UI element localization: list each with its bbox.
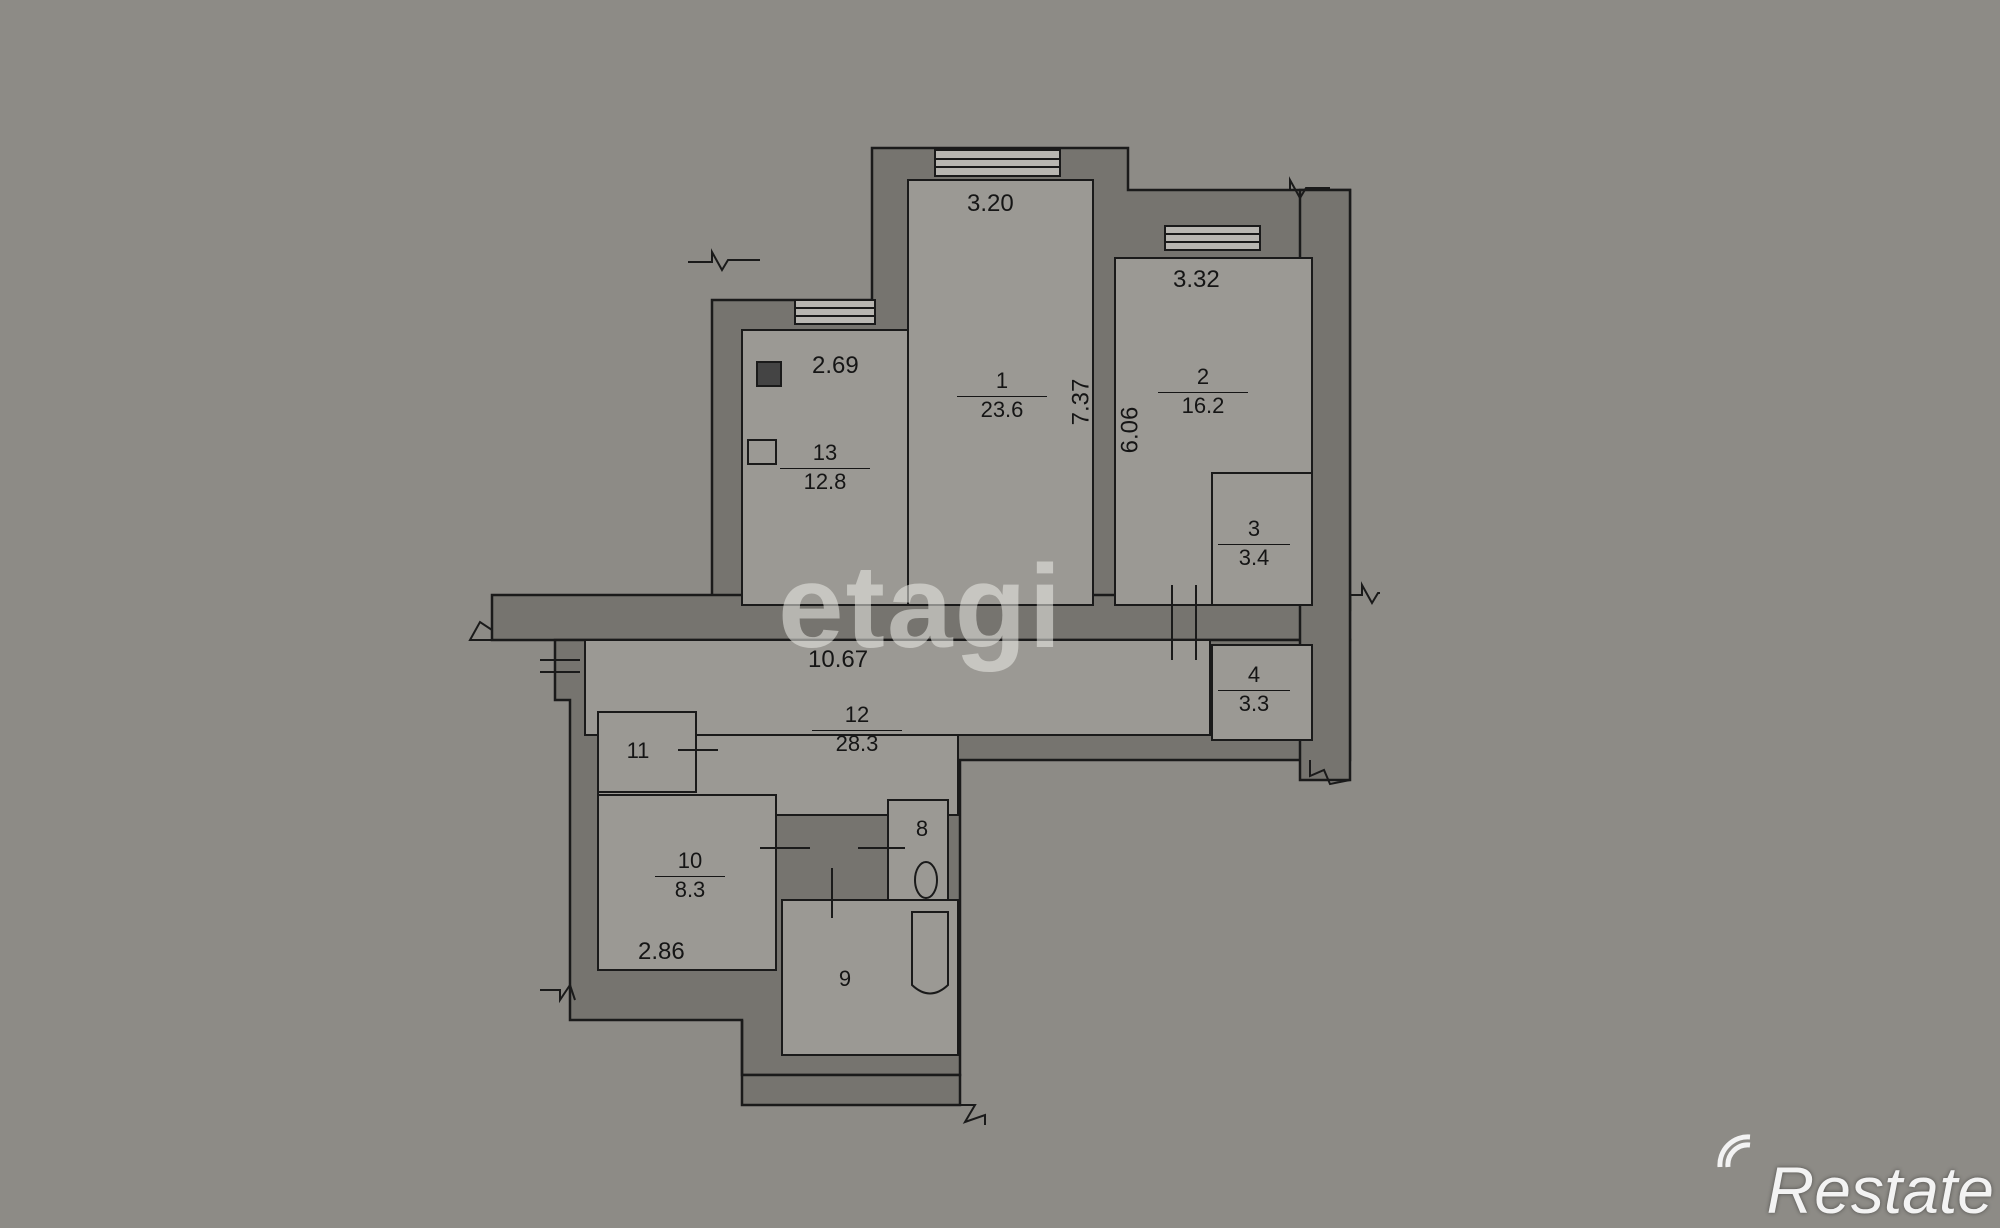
room-2-number: 2 [1196,364,1210,389]
stove-icon [756,361,782,387]
room-11-number: 11 [626,738,650,763]
room-1-number: 1 [995,368,1009,393]
room-12-area: 28.3 [812,730,902,755]
door-marks [540,585,1197,918]
room-10-number: 10 [677,848,703,873]
room-4 [1211,644,1313,741]
room-2-length: 6.06 [1116,406,1144,454]
room-1-width: 3.20 [967,190,1014,217]
brand-logo: Restate [1766,1153,1994,1227]
room-8 [887,799,949,906]
room-13-width: 2.69 [812,352,859,379]
room-2-area: 16.2 [1158,392,1248,417]
brand-logo-icon [1717,1134,1751,1168]
room-3-area: 3.4 [1218,544,1290,569]
room-4-number: 4 [1247,662,1261,687]
room-10 [597,794,777,971]
room-9-number: 9 [838,966,852,991]
window-room-13 [794,299,876,325]
bathtub-icon [911,911,949,995]
room-4-area: 3.3 [1218,690,1290,715]
corridor-length: 10.67 [808,646,869,673]
toilet-icon [914,861,938,899]
window-room-1 [934,149,1061,177]
watermark: etagi [778,541,1064,673]
room-1-area: 23.6 [957,396,1047,421]
room-3-number: 3 [1247,516,1261,541]
room-fills [584,179,1313,1056]
room-2-width: 3.32 [1173,266,1220,293]
room-10-area: 8.3 [655,876,725,901]
room-11 [597,711,697,793]
sink-icon [747,439,777,465]
room-13-number: 13 [812,440,838,465]
room-13-area: 12.8 [780,468,870,493]
room-12-number: 12 [844,702,870,727]
room-8-number: 8 [915,816,929,841]
room-9 [781,899,959,1056]
room-1-length: 7.37 [1067,378,1095,426]
windows [794,149,1261,325]
break-lines [468,176,1380,1125]
window-room-2 [1164,225,1261,251]
room-1 [907,179,1094,606]
room-10-width: 2.86 [638,938,685,965]
room-3 [1211,472,1313,606]
fixtures [747,361,949,995]
